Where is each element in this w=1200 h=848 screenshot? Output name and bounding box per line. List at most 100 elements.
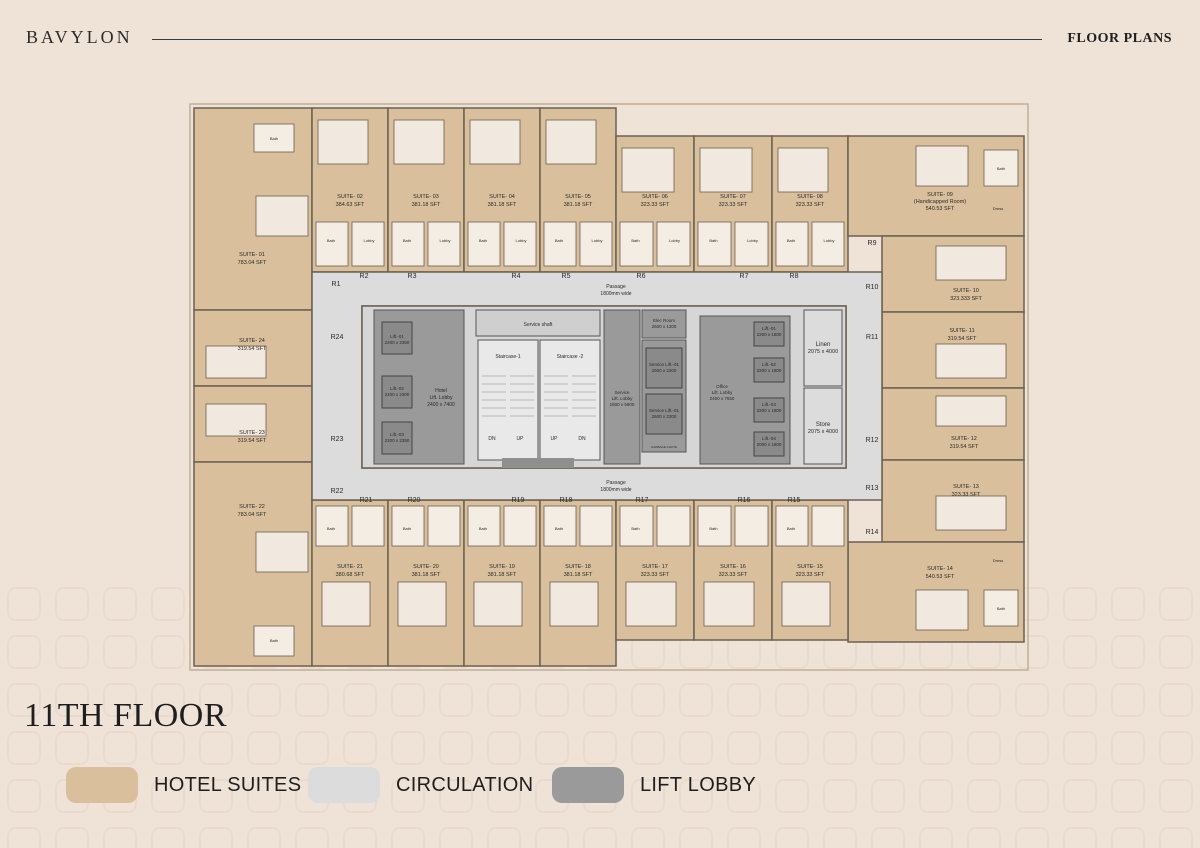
suite-name: SUITE- 09 [927, 192, 953, 198]
bath-label: Bath [479, 526, 487, 531]
core-label: Lift. Lobby [612, 396, 634, 401]
lobby-label: Lobby [592, 238, 603, 243]
legend-label: LIFT LOBBY [640, 773, 757, 796]
page-header: BAVYLON FLOOR PLANS [0, 0, 1200, 80]
lift-label: 2200 x 2300 [385, 392, 410, 397]
suite-name: SUITE- 12 [951, 436, 977, 442]
bed [469, 119, 521, 165]
lobby-room [579, 221, 613, 267]
bath-room [315, 505, 349, 547]
service-lift-lobby [603, 309, 641, 465]
lobby-room [579, 505, 613, 547]
brand-logo: BAVYLON [26, 27, 133, 47]
lift-car [381, 321, 413, 355]
lobby-label: Lobby [440, 238, 451, 243]
bath-room [543, 221, 577, 267]
lift-label: Lift.-02 [390, 386, 404, 391]
core-label: 2400 x 7400 [427, 402, 455, 408]
bed [545, 119, 597, 165]
room-number: R8 [790, 273, 799, 280]
bed [397, 581, 447, 627]
core-label: Store [816, 422, 831, 428]
lobby-room [427, 505, 461, 547]
core-label: Office [716, 384, 728, 389]
lobby-room [427, 221, 461, 267]
core-label: Service [614, 390, 630, 395]
suite-name: SUITE- 15 [797, 564, 823, 570]
lobby-room [503, 505, 537, 547]
suite-name: SUITE- 21 [337, 564, 363, 570]
suite-name: SUITE- 04 [489, 194, 515, 200]
elec-room [641, 309, 687, 339]
bed [317, 119, 369, 165]
suite-name: SUITE- 10 [953, 288, 979, 294]
room-number: R20 [408, 497, 421, 504]
suite-name: SUITE- 06 [642, 194, 668, 200]
suite-area: 319.54 SFT [238, 346, 267, 352]
bed [703, 581, 755, 627]
lift-label: Lift.-03 [390, 432, 404, 437]
stair-mark: UP [551, 436, 559, 442]
suite-area: 381.18 SFT [488, 202, 517, 208]
room-number: R21 [360, 497, 373, 504]
bed [255, 531, 309, 573]
legend-swatch-circulation [308, 767, 380, 803]
stair-mark: DN [578, 436, 586, 442]
lift-car [753, 321, 785, 347]
bath-room [253, 625, 295, 657]
building-outline [189, 103, 1029, 671]
bath-label: Bath [555, 526, 563, 531]
bed [935, 395, 1007, 427]
lobby-room [734, 221, 769, 267]
bed [393, 119, 445, 165]
lift-car [753, 357, 785, 383]
legend-label: HOTEL SUITES [154, 773, 302, 796]
suite-name: SUITE- 08 [797, 194, 823, 200]
lift-label: 2200 x 2350 [385, 340, 410, 345]
suite-area: 540.53 SFT [926, 574, 955, 580]
lift-label: Lift.-01 [390, 334, 404, 339]
lobby-room [656, 221, 691, 267]
suite-area: 323.33 SFT [796, 202, 825, 208]
suite-area: 323.33 SFT [796, 572, 825, 578]
room-number: R22 [331, 488, 344, 495]
core-label: Lift. Lobby [429, 395, 453, 401]
suite-name: SUITE- 14 [927, 566, 953, 572]
section-title: FLOOR PLANS [1067, 31, 1172, 46]
bath-label: Bath [997, 166, 1005, 171]
stair-label: Staircase -2 [557, 354, 584, 360]
bed [549, 581, 599, 627]
passage-label: Passage [606, 284, 626, 290]
suite-name: SUITE- 03 [413, 194, 439, 200]
lift-label: Service Lift.-01 [649, 408, 680, 413]
lift-car [753, 431, 785, 457]
bath-room [467, 221, 501, 267]
bath-room [253, 123, 295, 153]
suite-name: SUITE- 11 [949, 328, 974, 334]
dress-label: Dress [993, 558, 1003, 563]
legend-swatch-hotel-suites [66, 767, 138, 803]
bed [915, 589, 969, 631]
bath-label: Bath [787, 526, 795, 531]
lift-car [753, 397, 785, 423]
legend-label: CIRCULATION [396, 773, 534, 796]
bath-room [775, 221, 809, 267]
bath-label: Bath [327, 238, 335, 243]
room-number: R7 [740, 273, 749, 280]
room-number: R9 [868, 240, 877, 247]
core-label: Elec Room [653, 318, 675, 323]
lobby-label: Lobby [516, 238, 527, 243]
core-label: Lift. Lobby [712, 390, 734, 395]
bath-label: Bath [270, 136, 278, 141]
dress-label: Dress [993, 206, 1003, 211]
bed [205, 345, 267, 379]
stair-mark: UP [517, 436, 525, 442]
suite-area: 319.54 SFT [238, 438, 267, 444]
suite-area: 783.04 SFT [238, 512, 267, 518]
passage-label: 1800mm wide [600, 487, 631, 493]
bath-label: Bath [327, 526, 335, 531]
stair-landing [502, 458, 574, 468]
bed [935, 343, 1007, 379]
bed [935, 245, 1007, 281]
